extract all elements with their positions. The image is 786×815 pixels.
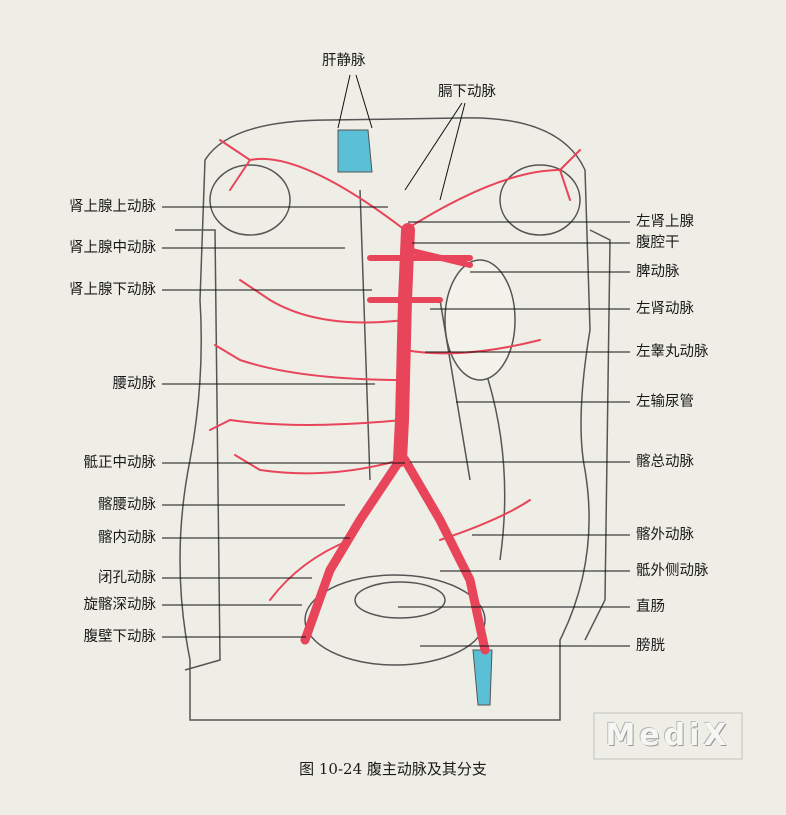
label: 髂外动脉 (636, 527, 694, 543)
label: 腹腔干 (636, 235, 680, 251)
label: 左睾丸动脉 (636, 344, 709, 360)
label: 旋髂深动脉 (83, 597, 157, 613)
label: 骶正中动脉 (83, 455, 157, 471)
label: 肾上腺上动脉 (69, 199, 156, 215)
leader-line (355, 74, 373, 129)
watermark-logo: MediX (593, 712, 743, 760)
label: 闭孔动脉 (98, 570, 156, 586)
label: 膈下动脉 (438, 84, 496, 100)
label: 髂内动脉 (98, 530, 156, 546)
label: 肾上腺下动脉 (69, 282, 156, 298)
arteries (209, 139, 581, 655)
label: 直肠 (636, 599, 665, 615)
label: 膀胱 (636, 638, 665, 654)
label: 脾动脉 (636, 264, 680, 280)
leader-line (337, 74, 351, 129)
label: 腹壁下动脉 (83, 629, 157, 645)
leader-lines (162, 74, 630, 647)
label: 骶外侧动脉 (636, 563, 709, 579)
label: 左输尿管 (636, 394, 694, 410)
label: 肝静脉 (322, 53, 366, 69)
veins (337, 129, 493, 706)
leader-line (439, 102, 466, 201)
label: 左肾上腺 (636, 214, 694, 230)
label: 髂总动脉 (636, 454, 694, 470)
label: 髂腰动脉 (98, 497, 156, 513)
body-outline (175, 117, 611, 721)
label: 腰动脉 (112, 376, 157, 392)
label: 左肾动脉 (636, 301, 694, 317)
leader-line (404, 102, 463, 191)
figure-caption: 图 10-24 腹主动脉及其分支 (299, 760, 487, 778)
label: 肾上腺中动脉 (69, 240, 156, 256)
